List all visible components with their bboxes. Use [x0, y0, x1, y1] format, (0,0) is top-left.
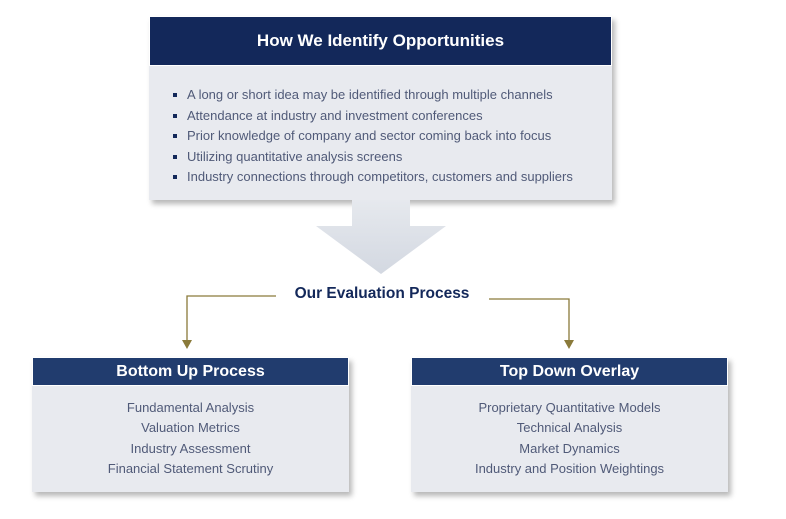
opportunities-card-title: How We Identify Opportunities [149, 16, 612, 66]
top-down-item: Technical Analysis [516, 420, 623, 436]
top-down-card-title: Top Down Overlay [411, 357, 728, 386]
bottom-up-item: Industry Assessment [130, 440, 251, 456]
opportunity-bullet: Industry connections through competitors… [171, 167, 612, 188]
bottom-up-item: Valuation Metrics [141, 420, 240, 436]
opportunity-bullet: Prior knowledge of company and sector co… [171, 126, 612, 147]
right-connector-arrowhead [564, 340, 574, 349]
bottom-up-card: Bottom Up Process Fundamental Analysis V… [32, 357, 349, 492]
top-down-item: Industry and Position Weightings [474, 460, 665, 476]
left-connector-arrowhead [182, 340, 192, 349]
opportunity-bullet: Attendance at industry and investment co… [171, 106, 612, 127]
top-down-item-list: Proprietary Quantitative Models Technica… [411, 386, 728, 479]
top-down-card: Top Down Overlay Proprietary Quantitativ… [411, 357, 728, 492]
top-down-item: Proprietary Quantitative Models [478, 400, 661, 415]
opportunity-bullet: Utilizing quantitative analysis screens [171, 147, 612, 168]
evaluation-process-title: Our Evaluation Process [294, 285, 470, 302]
opportunities-bullet-list: A long or short idea may be identified t… [149, 66, 612, 188]
top-down-item: Market Dynamics [519, 440, 620, 456]
right-connector-line [489, 298, 570, 341]
opportunities-card: How We Identify Opportunities A long or … [149, 16, 612, 200]
left-connector-line [186, 295, 276, 341]
opportunity-bullet: A long or short idea may be identified t… [171, 85, 612, 106]
bottom-up-card-title: Bottom Up Process [32, 357, 349, 386]
bottom-up-item: Fundamental Analysis [126, 400, 255, 415]
down-arrow-icon [316, 200, 446, 274]
bottom-up-item-list: Fundamental Analysis Valuation Metrics I… [32, 386, 349, 479]
bottom-up-item: Financial Statement Scrutiny [107, 460, 274, 476]
